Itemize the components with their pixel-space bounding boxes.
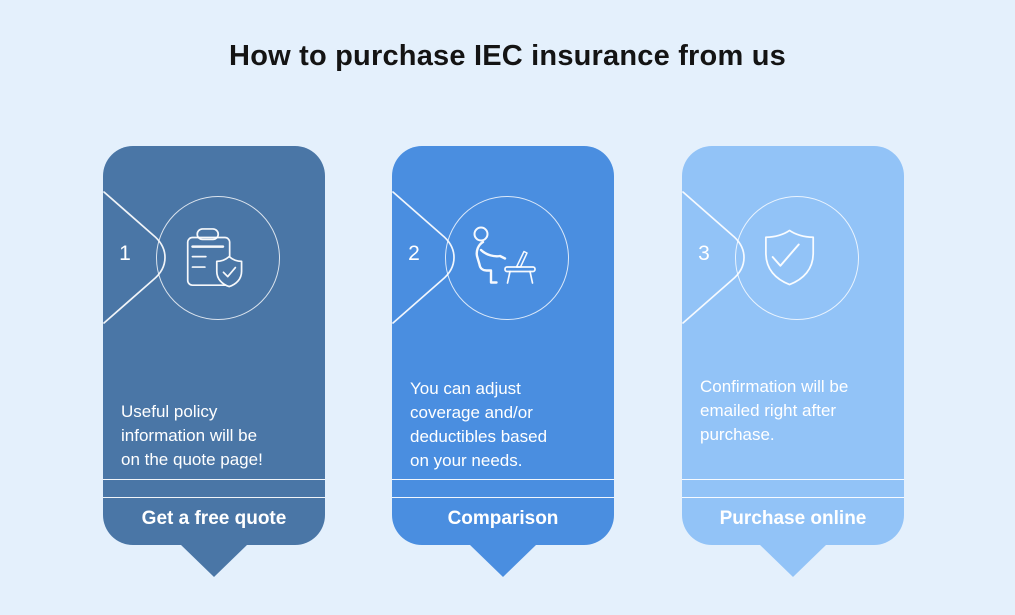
person-at-desk-icon [473, 226, 536, 284]
pointer-tail [759, 544, 827, 577]
step-label-button[interactable]: Comparison [447, 508, 559, 529]
step-number: 1 [119, 242, 131, 265]
clipboard-shield-check-icon [186, 228, 243, 288]
divider-line [103, 479, 325, 480]
step-label-button[interactable]: Get a free quote [141, 508, 287, 529]
pointer-tail [180, 544, 248, 577]
icon-circle [445, 196, 569, 320]
divider-line [682, 497, 904, 498]
step-card-3: 3 Confirmation will be emailed right aft… [682, 146, 904, 577]
page-title: How to purchase IEC insurance from us [229, 40, 786, 72]
divider-line [682, 479, 904, 480]
icon-circle [156, 196, 280, 320]
icon-circle [735, 196, 859, 320]
step-card-1: 1 Useful policy information will be on t… [103, 146, 325, 577]
step-label-button[interactable]: Purchase online [719, 508, 867, 529]
step-description: Useful policy information will be on the… [121, 402, 263, 469]
step-number: 2 [408, 242, 420, 265]
shield-check-icon [765, 229, 815, 286]
pointer-tail [469, 544, 537, 577]
divider-line [392, 479, 614, 480]
step-number: 3 [698, 242, 710, 265]
step-description: Confirmation will be emailed right after… [700, 377, 849, 444]
divider-line [392, 497, 614, 498]
step-description: You can adjust coverage and/or deductibl… [410, 379, 548, 470]
step-card-2: 2 You can adjust coverage and/or deducti… [392, 146, 614, 577]
divider-line [103, 497, 325, 498]
